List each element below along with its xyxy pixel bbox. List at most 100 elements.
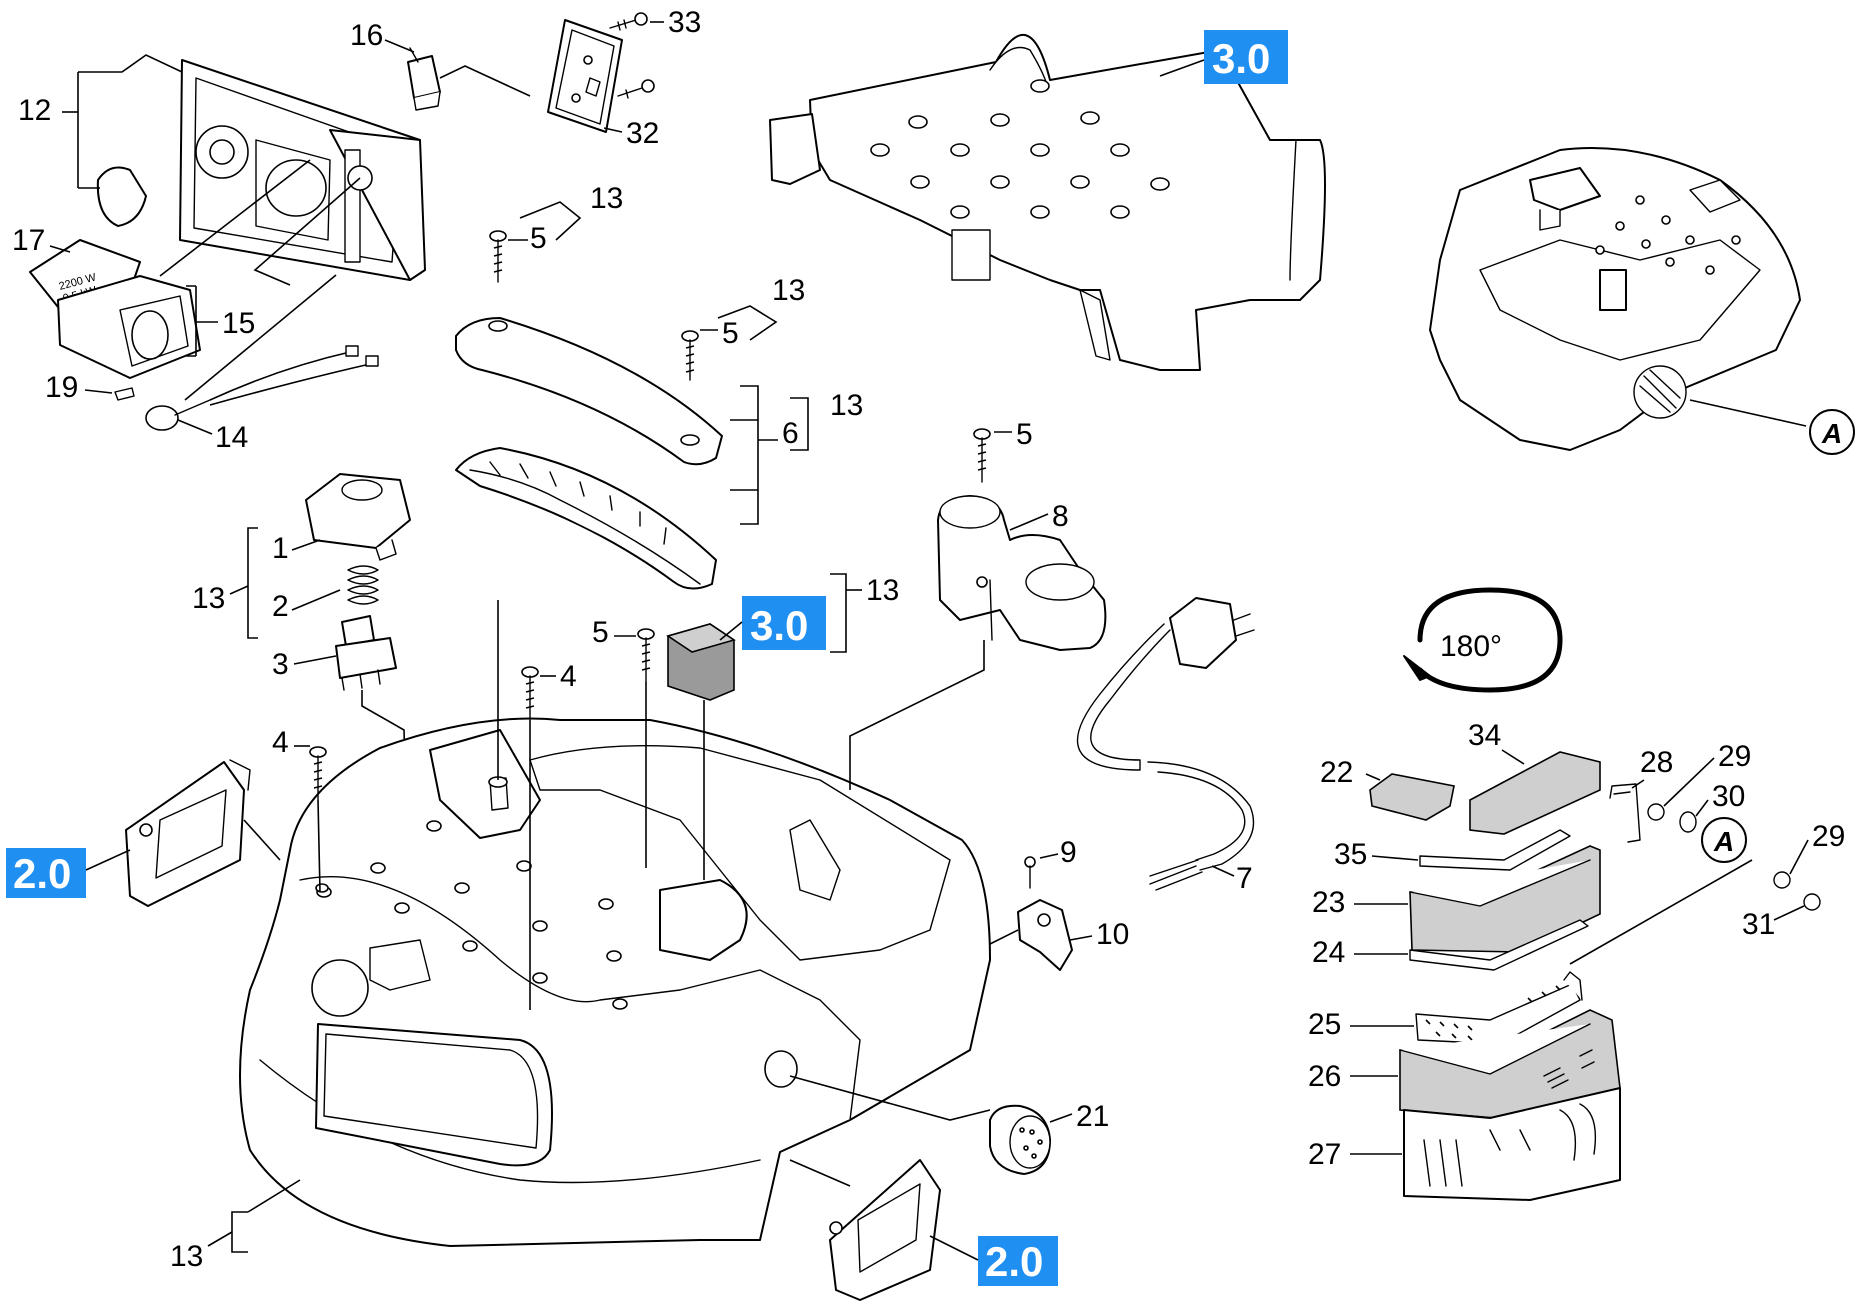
callout-16: 16: [350, 19, 383, 52]
callout-25: 25: [1308, 1008, 1341, 1041]
callout-29-bottom: 29: [1812, 820, 1845, 853]
reference-label-bottom[interactable]: 2.0: [985, 1238, 1043, 1285]
pad-part-22: [1369, 773, 1455, 821]
reference-label-left[interactable]: 2.0: [13, 850, 71, 897]
callout-5-holder: 5: [1016, 418, 1033, 451]
micro-switch-part-16: [407, 47, 441, 111]
callout-34: 34: [1468, 719, 1501, 752]
reference-box-left: [6, 848, 86, 898]
callout-23: 23: [1312, 886, 1345, 919]
speaker-part-21: [989, 1104, 1051, 1175]
callout-13-mid: 13: [866, 574, 899, 607]
callout-19: 19: [45, 371, 78, 404]
side-cover-left: [125, 759, 251, 907]
control-panel-part-12: [179, 59, 426, 281]
callout-4-mid: 4: [560, 660, 577, 693]
nut-part-30: [1679, 811, 1697, 833]
callout-5-right: 5: [722, 317, 739, 350]
handle-cover-part-6: [455, 317, 723, 466]
callout-1: 1: [272, 532, 289, 565]
spring-part-2: [347, 565, 379, 605]
detail-marker-a-right: [1701, 817, 1747, 863]
bracket-part-28: [1609, 783, 1641, 843]
washer-part-29-top: [1647, 803, 1665, 821]
screw-part-4-left: [309, 746, 327, 893]
screw-part-4-mid: [521, 666, 539, 1010]
side-cover-bottom: [829, 1159, 941, 1301]
callout-27: 27: [1308, 1138, 1341, 1171]
callout-17: 17: [12, 224, 45, 257]
screw-part-5-top: [489, 230, 507, 283]
reference-label-top[interactable]: 3.0: [1212, 35, 1270, 82]
knob: [96, 166, 147, 227]
callout-3: 3: [272, 648, 289, 681]
switch-cap-part-1: [305, 473, 411, 561]
circuit-board-part-32: [547, 19, 623, 133]
hose-holder-part-8: [937, 495, 1107, 651]
pad-part-34: [1469, 751, 1601, 835]
filter-block: [666, 623, 736, 880]
callout-28: 28: [1640, 746, 1673, 779]
screw-part-33b: [617, 79, 655, 99]
nut-part-31: [1803, 893, 1821, 911]
callout-14: 14: [215, 421, 248, 454]
callout-32: 32: [626, 117, 659, 150]
screw-part-33a: [609, 12, 648, 31]
callout-35: 35: [1334, 838, 1367, 871]
detail-a-housing: [1429, 147, 1801, 451]
callout-5-top: 5: [530, 222, 547, 255]
main-housing: [239, 717, 991, 1247]
strip-part-24: [1409, 919, 1589, 971]
callout-13-right-top: 13: [772, 274, 805, 307]
callout-4-left: 4: [272, 726, 289, 759]
switch-housing-part-15: [57, 275, 201, 379]
bracket-part-10: [1017, 899, 1073, 971]
callout-10: 10: [1096, 918, 1129, 951]
filter-part-26: [1399, 1009, 1621, 1121]
rotation-label: 180°: [1440, 630, 1502, 663]
callout-13-left: 13: [192, 582, 225, 615]
callout-22: 22: [1320, 756, 1353, 789]
callout-12: 12: [18, 94, 51, 127]
screw-part-5-right: [681, 330, 699, 381]
callout-21: 21: [1076, 1100, 1109, 1133]
cover-part-23: [1409, 845, 1601, 953]
callout-33: 33: [668, 6, 701, 39]
screw-part-5-mid: [637, 628, 655, 868]
switch-part-3: [335, 615, 397, 691]
accessory-tray: [769, 33, 1326, 371]
callout-13-right-mid: 13: [830, 389, 863, 422]
callout-13-bottom: 13: [170, 1240, 203, 1273]
screw-part-19: [114, 387, 135, 401]
callout-24: 24: [1312, 936, 1345, 969]
cover-part-27: [1403, 1087, 1621, 1201]
callout-8: 8: [1052, 500, 1069, 533]
reference-box-bottom: [978, 1236, 1058, 1286]
callout-13-top: 13: [590, 182, 623, 215]
rotation-indicator: 180°: [1403, 587, 1563, 693]
callout-2: 2: [272, 590, 289, 623]
callout-29-top: 29: [1718, 740, 1751, 773]
callout-6: 6: [782, 417, 799, 450]
callout-15: 15: [222, 307, 255, 340]
screw-part-5-holder: [973, 428, 991, 483]
callout-26: 26: [1308, 1060, 1341, 1093]
callout-9: 9: [1060, 836, 1077, 869]
grille-part-25: [1415, 971, 1583, 1045]
strip-part-35: [1419, 829, 1571, 871]
washer-part-29-bottom: [1773, 871, 1791, 889]
svg-text:A: A: [1821, 418, 1842, 449]
callout-30: 30: [1712, 780, 1745, 813]
reference-box-top: [1204, 30, 1288, 84]
detail-marker-a-top: [1809, 409, 1855, 455]
reference-label-mid[interactable]: 3.0: [750, 602, 808, 649]
callout-31: 31: [1742, 908, 1775, 941]
handle-grip-part-6: [455, 447, 717, 590]
reference-box-mid: [742, 596, 826, 650]
svg-text:A: A: [1713, 826, 1734, 857]
cable-part-14: [145, 159, 379, 431]
screw-part-9: [1024, 856, 1036, 889]
power-cable-part-7: [1076, 597, 1255, 891]
callout-5-mid: 5: [592, 616, 609, 649]
